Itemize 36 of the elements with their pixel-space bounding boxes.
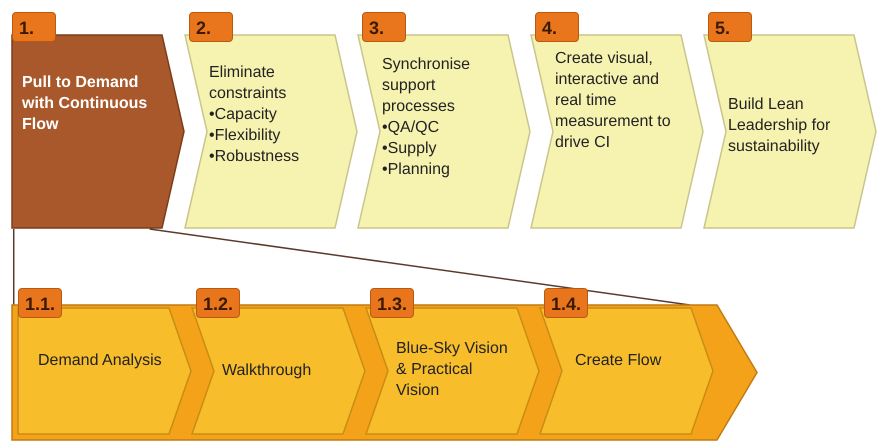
bullet-item: •Flexibility — [209, 126, 282, 146]
step-number: 4. — [535, 12, 579, 42]
bullet-item: •QA/QC — [382, 118, 440, 138]
bullet-item: •Robustness — [209, 147, 300, 167]
step-text: Eliminate constraints — [209, 63, 288, 104]
step-number: 1.4. — [544, 288, 588, 318]
step-number: 5. — [708, 12, 752, 42]
bullet-item: •Capacity — [209, 105, 278, 125]
chevron-step — [540, 288, 713, 434]
step-text: Build Lean Leadership for sustainability — [728, 95, 832, 157]
step-text: Walkthrough — [222, 361, 312, 381]
step-number: 1.3. — [370, 288, 414, 318]
step-text: Synchronise support processes — [382, 55, 472, 117]
step-text: Pull to Demand with Continuous Flow — [22, 73, 148, 135]
connector-line — [150, 228, 690, 306]
step-text: Create visual, interactive and real time measurement to drive CI — [555, 49, 672, 153]
step-text: Create Flow — [575, 351, 662, 371]
step-number: 1. — [12, 12, 56, 42]
bullet-item: •Supply — [382, 139, 438, 159]
step-number: 2. — [189, 12, 233, 42]
chevron-step — [704, 12, 876, 228]
chevron-step — [18, 288, 191, 434]
step-number: 1.2. — [196, 288, 240, 318]
chevron-step — [531, 12, 703, 228]
connector-line — [12, 229, 14, 305]
chevron-step — [12, 12, 184, 228]
chevron-step — [358, 12, 530, 228]
step-number: 3. — [362, 12, 406, 42]
step-text: Demand Analysis — [38, 351, 163, 371]
bullet-item: •Planning — [382, 160, 451, 180]
chevron-step — [185, 12, 357, 228]
step-text: Blue-Sky Vision & Practical Vision — [396, 339, 509, 401]
chevron-step — [366, 288, 539, 434]
arrow-band — [12, 288, 757, 440]
step-number: 1.1. — [18, 288, 62, 318]
chevron-step — [192, 288, 365, 434]
